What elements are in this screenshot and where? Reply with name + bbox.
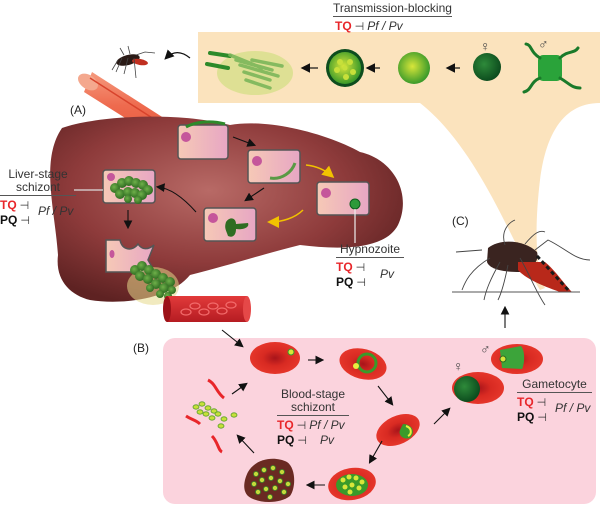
panel-label-c: (C): [452, 214, 469, 228]
arrow: [221, 329, 244, 348]
drug-tq: TQ: [517, 395, 534, 409]
transmission-blocking-label: Transmission-blocking TQ⊣Pf / Pv: [333, 1, 452, 34]
hepatocyte-hypnozoite: [316, 181, 370, 243]
female-gamete-stage: [473, 53, 501, 81]
male-gamete-stage: [522, 42, 582, 94]
merozoite-release: [185, 378, 238, 454]
hepatocyte-developing-schizont: [203, 207, 257, 242]
title-line-2: schizont: [290, 400, 336, 414]
hepatocyte-liver-schizont: [74, 169, 156, 204]
arrow: [433, 407, 451, 425]
transmission-band: [198, 32, 600, 290]
zygote-stage: [398, 52, 430, 84]
male-symbol: ♂: [480, 341, 491, 357]
liver-stage-schizont-label: Liver-stage schizont TQ⊣ PQ⊣ Pf / Pv: [0, 168, 76, 228]
inhibits-symbol: ⊣: [296, 420, 307, 432]
drug-pq: PQ: [336, 275, 354, 289]
transmission-blocking-title: Transmission-blocking: [333, 1, 452, 17]
inhibits-symbol: ⊣: [355, 262, 366, 274]
arrow-yellow: [305, 164, 335, 178]
drug-row-pq: PQ⊣ Pv: [277, 433, 349, 448]
rbc-blood-schizont: [328, 467, 376, 501]
gametocyte-label: Gametocyte TQ⊣ PQ⊣ Pf / Pv: [517, 377, 592, 425]
arrow: [368, 440, 383, 464]
arrow: [236, 434, 255, 454]
drug-tq: TQ: [335, 19, 352, 33]
target-species: Pv: [380, 267, 395, 281]
rbc-ring-stage: [250, 342, 300, 374]
target-species: Pf / Pv: [367, 19, 403, 33]
rbc-mature-schizont: [244, 458, 295, 502]
title-line-1: Blood-stage: [280, 387, 346, 401]
target-species: Pf / Pv: [309, 418, 345, 432]
inhibits-symbol: ⊣: [297, 435, 307, 447]
drug-pq: PQ: [277, 433, 295, 447]
mosquito-icon: [452, 219, 591, 306]
inhibits-symbol: ⊣: [356, 277, 366, 289]
arrow: [155, 183, 197, 213]
rbc-trophozoite: [339, 348, 387, 380]
blood-stage-schizont-label: Blood-stage schizont TQ⊣Pf / Pv PQ⊣ Pv: [277, 388, 349, 448]
arrow-yellow: [267, 209, 304, 228]
title-line-2: schizont: [15, 180, 61, 194]
target-species: Pv: [319, 433, 334, 447]
panel-label-b: (B): [133, 341, 149, 355]
gametocyte-title: Gametocyte: [517, 377, 592, 393]
drug-rows: TQ⊣ PQ⊣ Pv: [336, 260, 404, 290]
arrow-to-mosquito: [164, 49, 191, 60]
drug-rows: TQ⊣ PQ⊣ Pf / Pv: [517, 395, 592, 425]
hypnozoite-title: Hypnozoite: [336, 242, 404, 258]
hepatocyte-merozoite-release: [105, 239, 179, 305]
blood-stage-schizont-title: Blood-stage schizont: [277, 388, 349, 416]
drug-tq: TQ: [0, 198, 17, 212]
rbc-male-gametocyte: [491, 344, 543, 374]
oocyst-stage: [326, 49, 364, 87]
panel-label-a: (A): [70, 103, 86, 117]
drug-pq: PQ: [517, 410, 535, 424]
hepatocyte-trophozoite: [247, 149, 301, 184]
liver-stage-schizont-title: Liver-stage schizont: [0, 168, 76, 196]
arrow: [231, 382, 248, 395]
rbc-female-gametocyte: [452, 372, 504, 404]
blood-vessel: [163, 296, 251, 322]
mosquito-feeding-icon: [111, 45, 156, 79]
ookinete-stage: [205, 51, 293, 95]
title-line-1: Liver-stage: [8, 167, 68, 181]
inhibits-symbol: ⊣: [354, 21, 365, 33]
target-species: Pf / Pv: [38, 204, 74, 218]
arrow: [244, 187, 265, 202]
inhibits-symbol: ⊣: [537, 412, 547, 424]
drug-row-tq: TQ⊣Pf / Pv: [277, 418, 349, 433]
hepatocyte-sporozoite-entry: [177, 120, 229, 160]
inhibits-symbol: ⊣: [536, 397, 547, 409]
drug-row-tq: TQ⊣Pf / Pv: [333, 19, 452, 34]
female-symbol: ♀: [453, 358, 464, 374]
arrow: [232, 136, 257, 147]
arrow: [377, 385, 394, 406]
drug-tq: TQ: [336, 260, 353, 274]
target-species: Pf / Pv: [555, 401, 591, 415]
drug-pq: PQ: [0, 213, 18, 227]
inhibits-symbol: ⊣: [19, 200, 30, 212]
male-symbol: ♂: [538, 36, 549, 52]
hypnozoite-label: Hypnozoite TQ⊣ PQ⊣ Pv: [336, 242, 404, 290]
female-symbol: ♀: [480, 38, 491, 54]
drug-rows: TQ⊣ PQ⊣ Pf / Pv: [0, 198, 76, 228]
inhibits-symbol: ⊣: [20, 215, 30, 227]
drug-tq: TQ: [277, 418, 294, 432]
rbc-developing-gametocyte: [376, 414, 420, 446]
